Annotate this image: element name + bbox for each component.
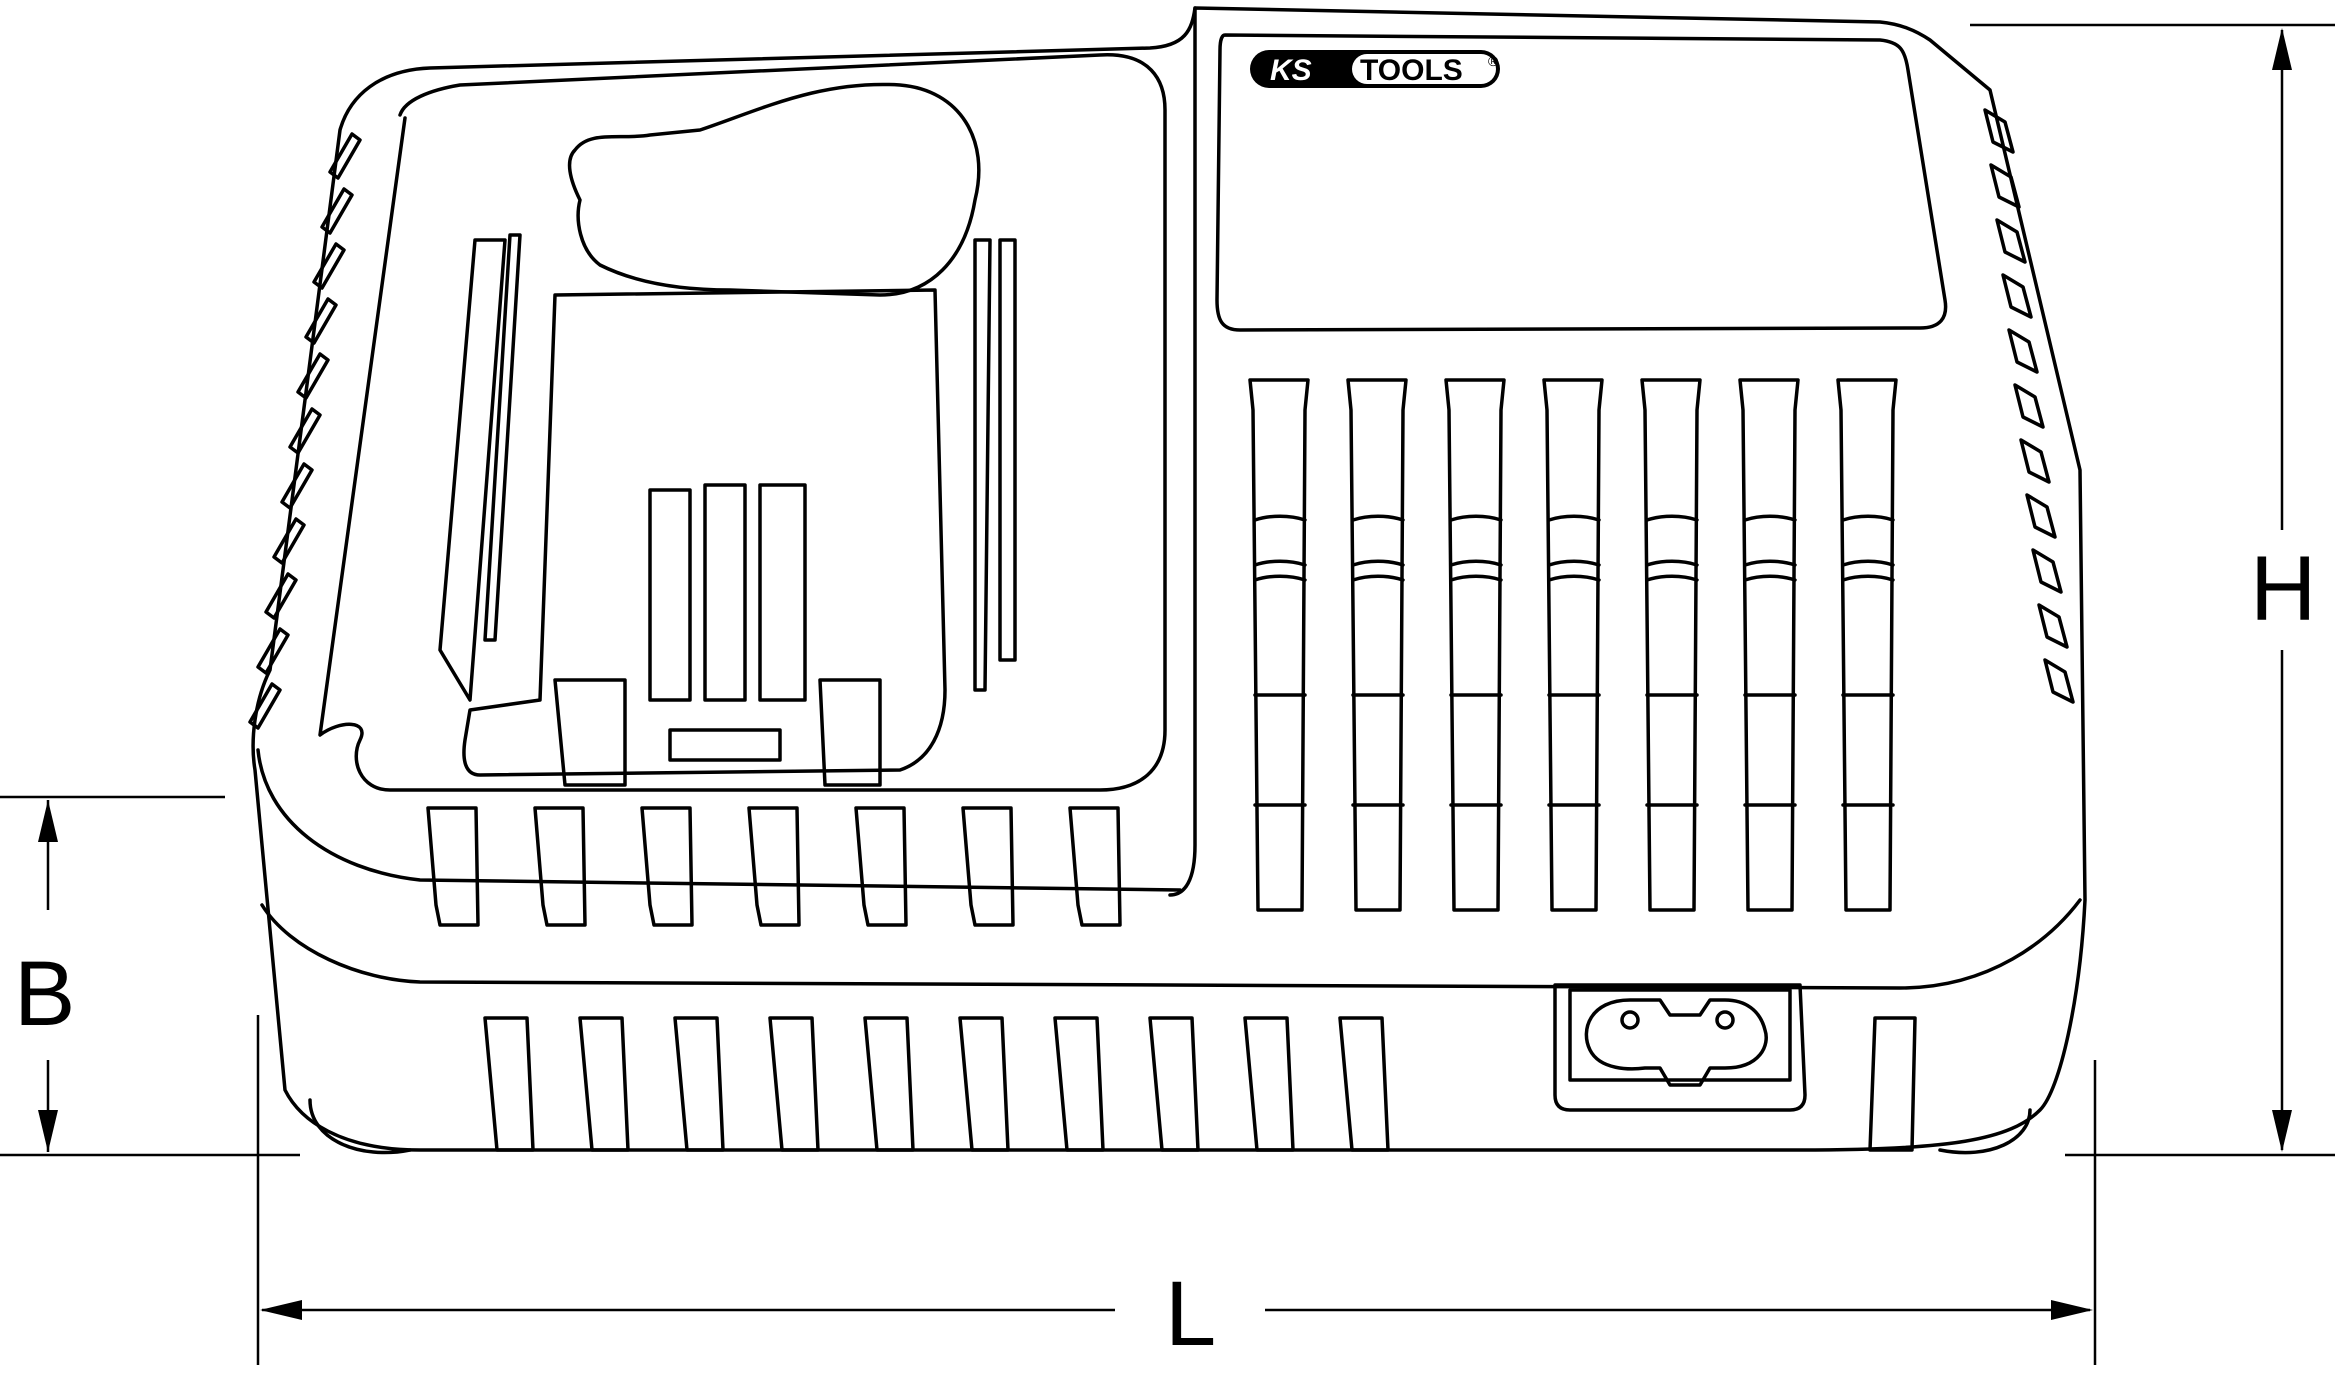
logo-plate: KS TOOLS ® bbox=[1215, 33, 1948, 332]
dimension-label-l: L bbox=[1165, 1263, 1216, 1365]
vent-slot-ridge bbox=[1645, 559, 1699, 567]
grip-ridge bbox=[2031, 548, 2063, 594]
charger-body bbox=[251, 6, 2087, 1155]
vent-slot bbox=[1068, 806, 1122, 927]
grip-ridge bbox=[248, 682, 282, 730]
vent-slot bbox=[483, 1016, 535, 1152]
dimension-label-b: B bbox=[14, 943, 75, 1045]
brand-name-ks: KS bbox=[1270, 54, 1312, 87]
arrow-head-icon bbox=[38, 1110, 58, 1152]
grip-ridge bbox=[264, 572, 298, 620]
arrow-head-icon bbox=[2272, 1110, 2292, 1152]
vent-slot-ridge bbox=[1547, 514, 1601, 522]
top-vent-slots bbox=[1248, 378, 1898, 912]
vent-slot-ridge bbox=[1743, 574, 1797, 582]
grip-ridge bbox=[296, 352, 330, 400]
grip-ridge bbox=[256, 627, 290, 675]
vent-slot bbox=[1338, 1016, 1390, 1152]
vent-slot-ridge bbox=[1351, 514, 1405, 522]
front-upper-vent-slots bbox=[426, 806, 1122, 927]
vent-slot bbox=[768, 1016, 820, 1152]
vent-slot bbox=[958, 1016, 1010, 1152]
vent-slot bbox=[1868, 1016, 1917, 1152]
vent-slot-ridge bbox=[1253, 574, 1307, 582]
vent-slot-ridge bbox=[1253, 514, 1307, 522]
vent-slot bbox=[1148, 1016, 1200, 1152]
vent-slot bbox=[1836, 378, 1898, 912]
vent-slot-ridge bbox=[1351, 574, 1405, 582]
vent-slot bbox=[673, 1016, 725, 1152]
grip-ridge bbox=[328, 132, 362, 180]
trademark-mark: ® bbox=[1488, 53, 1499, 69]
grip-ridge bbox=[1989, 163, 2021, 209]
grip-ridge bbox=[288, 407, 322, 455]
vent-slot bbox=[747, 806, 801, 927]
vent-slot bbox=[1444, 378, 1506, 912]
grip-ridge bbox=[1995, 218, 2027, 264]
dimension-b: B bbox=[0, 795, 300, 1157]
vent-slot-ridge bbox=[1841, 559, 1895, 567]
grip-ridge bbox=[312, 242, 346, 290]
arrow-head-icon bbox=[260, 1300, 302, 1320]
vent-slot bbox=[426, 806, 480, 927]
vent-slot-ridge bbox=[1743, 514, 1797, 522]
dimension-h: H bbox=[1970, 23, 2335, 1157]
grip-ridge bbox=[2013, 383, 2045, 429]
vent-slot-ridge bbox=[1449, 559, 1503, 567]
brand-name-tools: TOOLS bbox=[1360, 54, 1463, 87]
vent-slot bbox=[1542, 378, 1604, 912]
grip-ridge bbox=[2037, 603, 2069, 649]
grip-ridge bbox=[272, 517, 306, 565]
vent-slot bbox=[1053, 1016, 1105, 1152]
left-grip-ridges bbox=[248, 132, 362, 730]
dimension-l: L bbox=[256, 1015, 2097, 1365]
vent-slot-ridge bbox=[1449, 514, 1503, 522]
vent-slot bbox=[1738, 378, 1800, 912]
grip-ridge bbox=[2007, 328, 2039, 374]
grip-ridge bbox=[2043, 658, 2075, 704]
vent-slot bbox=[578, 1016, 630, 1152]
vent-slot-ridge bbox=[1449, 574, 1503, 582]
grip-ridge bbox=[2019, 438, 2051, 484]
battery-cradle bbox=[318, 53, 1167, 792]
arrow-head-icon bbox=[2272, 28, 2292, 70]
vent-slot bbox=[640, 806, 694, 927]
vent-slot-ridge bbox=[1547, 559, 1601, 567]
vent-slot bbox=[1243, 1016, 1295, 1152]
brand-logo: KS TOOLS ® bbox=[1250, 50, 1500, 88]
arrow-head-icon bbox=[38, 800, 58, 842]
grip-ridge bbox=[304, 297, 338, 345]
dimension-label-h: H bbox=[2250, 538, 2316, 640]
vent-slot-ridge bbox=[1743, 559, 1797, 567]
front-lower-vent-slots bbox=[483, 1016, 1917, 1152]
vent-slot bbox=[533, 806, 587, 927]
vent-slot bbox=[1640, 378, 1702, 912]
vent-slot-ridge bbox=[1645, 574, 1699, 582]
vent-slot-ridge bbox=[1547, 574, 1601, 582]
vent-slot-ridge bbox=[1645, 514, 1699, 522]
vent-slot bbox=[1346, 378, 1408, 912]
vent-slot bbox=[961, 806, 1015, 927]
grip-ridge bbox=[280, 462, 314, 510]
vent-slot bbox=[1248, 378, 1310, 912]
arrow-head-icon bbox=[2051, 1300, 2093, 1320]
vent-slot bbox=[854, 806, 908, 927]
vent-slot bbox=[863, 1016, 915, 1152]
grip-ridge bbox=[2001, 273, 2033, 319]
grip-ridge bbox=[320, 187, 354, 235]
grip-ridge bbox=[1983, 108, 2015, 154]
vent-slot-ridge bbox=[1351, 559, 1405, 567]
vent-slot-ridge bbox=[1841, 514, 1895, 522]
vent-slot-ridge bbox=[1841, 574, 1895, 582]
power-socket-icon bbox=[1553, 983, 1807, 1112]
vent-slot-ridge bbox=[1253, 559, 1307, 567]
grip-ridge bbox=[2025, 493, 2057, 539]
right-grip-ridges bbox=[1983, 108, 2075, 704]
